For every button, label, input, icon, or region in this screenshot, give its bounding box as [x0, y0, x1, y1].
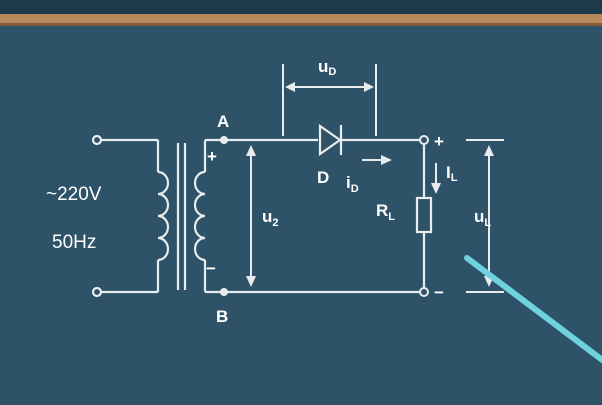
primary-coil	[157, 170, 170, 262]
diode-voltage-arrow	[282, 64, 377, 136]
circuit-wires	[224, 138, 426, 294]
output-terminal-bottom	[419, 287, 429, 297]
secondary-voltage-label: u2	[262, 207, 279, 229]
secondary-plus-sign: +	[207, 147, 217, 166]
primary-winding	[91, 134, 170, 298]
node-dot-b	[220, 288, 228, 296]
secondary-coil	[193, 170, 206, 262]
load-current-main: I	[446, 163, 451, 182]
source-voltage-label: ~220V	[46, 184, 102, 205]
diode-voltage-sub: D	[328, 66, 336, 78]
secondary-voltage-sub: 2	[272, 217, 278, 229]
load-name-label: RL	[376, 201, 395, 223]
primary-terminal-top	[91, 134, 103, 146]
diode-voltage-label: uD	[318, 57, 336, 78]
node-label-b: B	[216, 307, 228, 326]
diode-name-label: D	[317, 168, 329, 187]
diode-voltage-main: u	[318, 57, 328, 76]
source-frequency-label: 50Hz	[52, 232, 96, 253]
load-current-sub: L	[451, 172, 458, 184]
diode-current-main: i	[346, 173, 351, 192]
pointer-stick	[464, 255, 602, 364]
node-label-a: A	[217, 112, 229, 131]
diode-current-arrow	[362, 155, 392, 165]
load-name-main: R	[376, 201, 388, 220]
output-minus-sign: −	[434, 283, 444, 302]
output-plus-sign: +	[434, 132, 444, 151]
output-terminal-top	[419, 135, 429, 145]
diode-icon	[318, 123, 343, 157]
load-name-sub: L	[388, 211, 395, 223]
top-band-stripe	[0, 14, 602, 23]
secondary-voltage-arrow	[246, 145, 256, 287]
primary-terminal-bottom	[91, 286, 103, 298]
load-voltage-sub: L	[484, 217, 491, 229]
load-voltage-main: u	[474, 207, 484, 226]
top-band-edge	[0, 23, 602, 26]
diode-current-sub: D	[351, 183, 359, 195]
secondary-minus-sign: −	[206, 259, 216, 278]
diode-current-label: iD	[346, 173, 359, 195]
resistor-icon	[415, 196, 433, 234]
load-voltage-label: uL	[474, 207, 491, 229]
load-current-arrow	[431, 163, 441, 194]
transformer-icon	[176, 143, 187, 290]
node-dot-a	[220, 136, 228, 144]
secondary-voltage-main: u	[262, 207, 272, 226]
top-band	[0, 0, 602, 14]
load-current-label: IL	[446, 163, 458, 184]
load-voltage-arrow	[466, 139, 504, 293]
